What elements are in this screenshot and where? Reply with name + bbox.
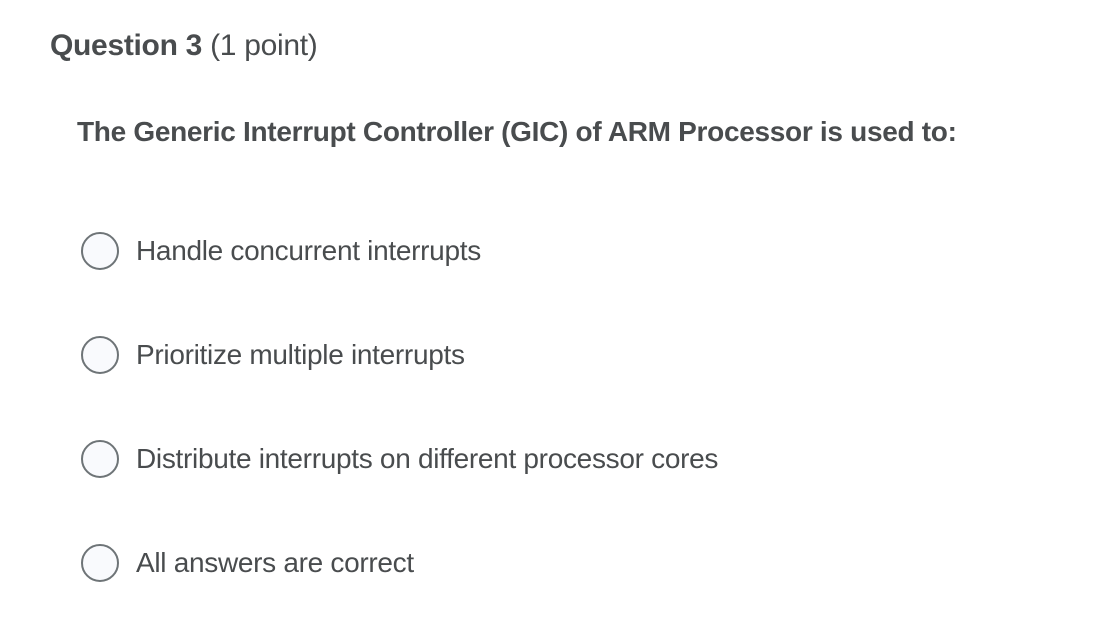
radio-button[interactable] [81, 544, 119, 582]
answer-option-label[interactable]: All answers are correct [136, 547, 414, 578]
answer-option-row[interactable]: Distribute interrupts on different proce… [81, 440, 1098, 478]
answer-option-label[interactable]: Prioritize multiple interrupts [136, 339, 465, 370]
radio-button[interactable] [81, 440, 119, 478]
radio-button[interactable] [81, 336, 119, 374]
answer-option-row[interactable]: All answers are correct [81, 544, 1098, 582]
answer-option-row[interactable]: Prioritize multiple interrupts [81, 336, 1098, 374]
question-prompt: The Generic Interrupt Controller (GIC) o… [77, 116, 957, 147]
answer-options-list: Handle concurrent interrupts Prioritize … [81, 232, 1098, 582]
answer-option-row[interactable]: Handle concurrent interrupts [81, 232, 1098, 270]
question-number: Question 3 [50, 29, 203, 62]
radio-button[interactable] [81, 232, 119, 270]
answer-option-label[interactable]: Handle concurrent interrupts [136, 235, 481, 266]
question-header: Question 3 (1 point) [50, 28, 1098, 64]
question-points: (1 point) [210, 29, 318, 62]
answer-option-label[interactable]: Distribute interrupts on different proce… [136, 443, 719, 474]
